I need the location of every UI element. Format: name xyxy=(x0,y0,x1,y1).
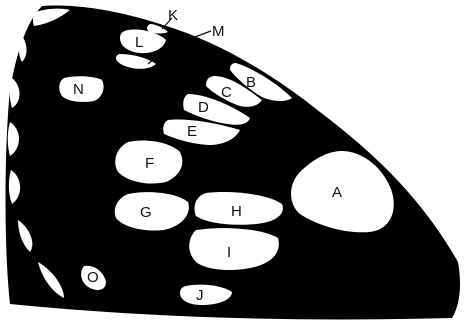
label-n: N xyxy=(73,81,84,98)
label-k: K xyxy=(168,7,178,24)
label-d: D xyxy=(198,99,209,116)
label-m: M xyxy=(212,23,225,40)
label-i: I xyxy=(227,244,231,261)
label-c: C xyxy=(221,84,232,101)
label-l: L xyxy=(135,34,143,51)
label-g: G xyxy=(140,204,152,221)
label-h: H xyxy=(231,203,242,220)
leader-line-m xyxy=(192,31,211,38)
label-j: J xyxy=(196,287,204,304)
label-o: O xyxy=(87,269,99,286)
label-a: A xyxy=(332,184,342,201)
label-e: E xyxy=(187,123,197,140)
label-f: F xyxy=(145,155,154,172)
wing-shape xyxy=(6,6,461,320)
label-b: B xyxy=(246,74,256,91)
